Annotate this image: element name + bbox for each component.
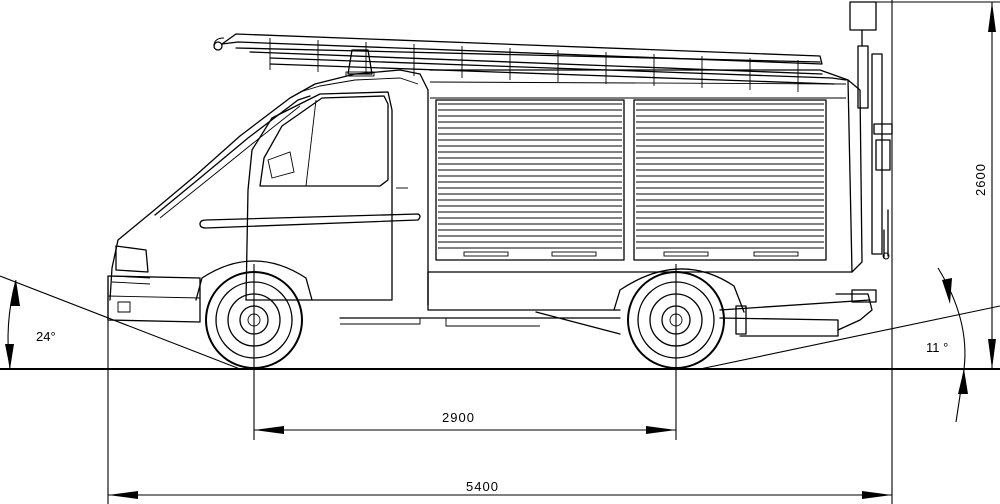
shutter-door-right — [633, 99, 827, 261]
chassis-rail — [339, 311, 839, 337]
side-trim — [199, 213, 421, 229]
departure-angle-line — [699, 305, 1000, 370]
shutter-handle-4 — [753, 251, 799, 257]
shutter-door-left — [435, 99, 625, 261]
rear-light-mast — [849, 1, 893, 260]
rear-step — [835, 293, 873, 331]
mud-flap — [735, 305, 747, 335]
body-top-rail — [429, 81, 847, 85]
approach-angle-line — [0, 275, 241, 370]
windshield — [154, 95, 311, 216]
fire-truck-side-view — [107, 1, 893, 369]
window-divider — [305, 99, 317, 187]
shutter-handle-3 — [663, 251, 709, 257]
roof-ladder — [213, 33, 847, 92]
mirror — [267, 151, 295, 179]
beacon-base — [345, 71, 375, 77]
shutter-handle-2 — [551, 251, 597, 257]
wheelbase-label: 2900 — [442, 410, 475, 425]
rear-column — [847, 79, 863, 273]
cab-roof-inner — [299, 77, 419, 93]
overall-length-label: 5400 — [466, 479, 499, 494]
roof-beacon — [347, 49, 373, 75]
approach-angle-label: 24° — [36, 329, 56, 344]
shutter-slats — [438, 103, 824, 249]
headlight — [115, 245, 149, 273]
windshield-inner — [159, 105, 301, 219]
cab-door — [245, 91, 393, 301]
front-wheel-arch — [195, 260, 313, 301]
departure-angle-arc — [937, 267, 966, 370]
overall-height-label: 2600 — [973, 163, 988, 196]
body-sill — [427, 271, 871, 311]
underbody — [340, 318, 540, 327]
exhaust — [851, 289, 877, 303]
bumper-line — [107, 295, 201, 299]
shutter-handle-1 — [463, 251, 509, 257]
door-window — [259, 95, 389, 187]
fog-light — [117, 301, 131, 313]
departure-angle-label: 11 ° — [926, 340, 948, 355]
cab-outline — [109, 69, 429, 306]
rear-wheel-arch — [613, 268, 745, 313]
